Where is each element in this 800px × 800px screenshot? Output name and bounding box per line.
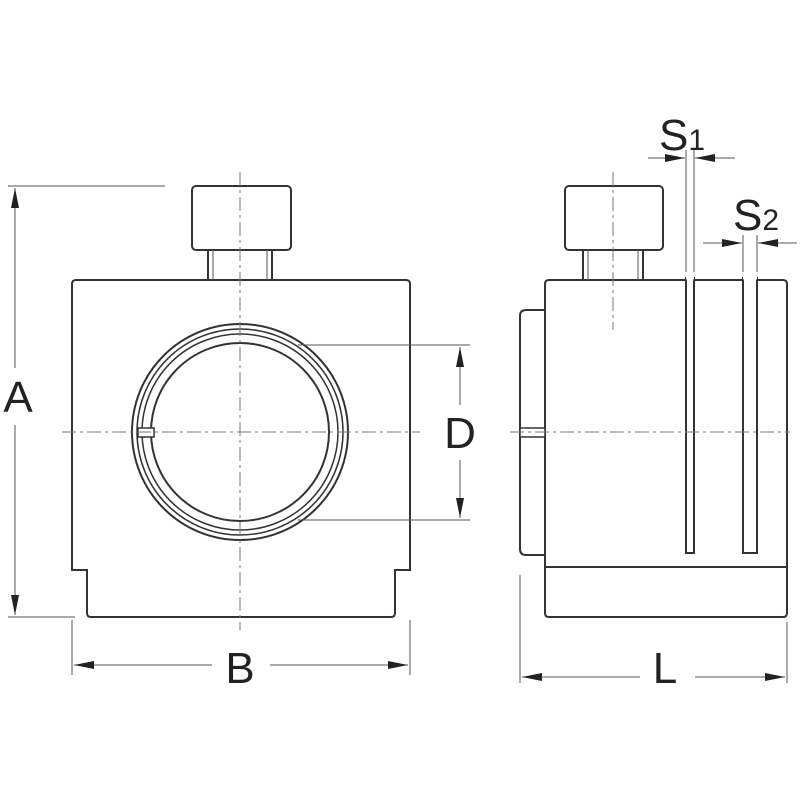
dimension-s1: S1 — [648, 111, 735, 272]
front-view — [62, 172, 420, 630]
label-a: A — [3, 373, 33, 422]
side-body — [544, 279, 788, 618]
dimension-a: A — [3, 185, 165, 618]
dimension-b: B — [71, 620, 411, 693]
front-screw-cap — [191, 185, 292, 251]
side-view — [510, 172, 790, 618]
slot-s2 — [742, 277, 758, 554]
front-body — [71, 279, 411, 618]
label-s1: S1 — [659, 111, 705, 160]
dimension-l: L — [519, 575, 788, 693]
label-b: B — [225, 644, 254, 693]
side-screw-cap — [564, 185, 664, 251]
label-d: D — [444, 409, 476, 458]
label-l: L — [653, 644, 677, 693]
label-s2: S2 — [733, 191, 779, 240]
dimension-s2: S2 — [703, 191, 797, 272]
dimension-d: D — [298, 344, 476, 521]
slot-s1 — [685, 277, 695, 554]
